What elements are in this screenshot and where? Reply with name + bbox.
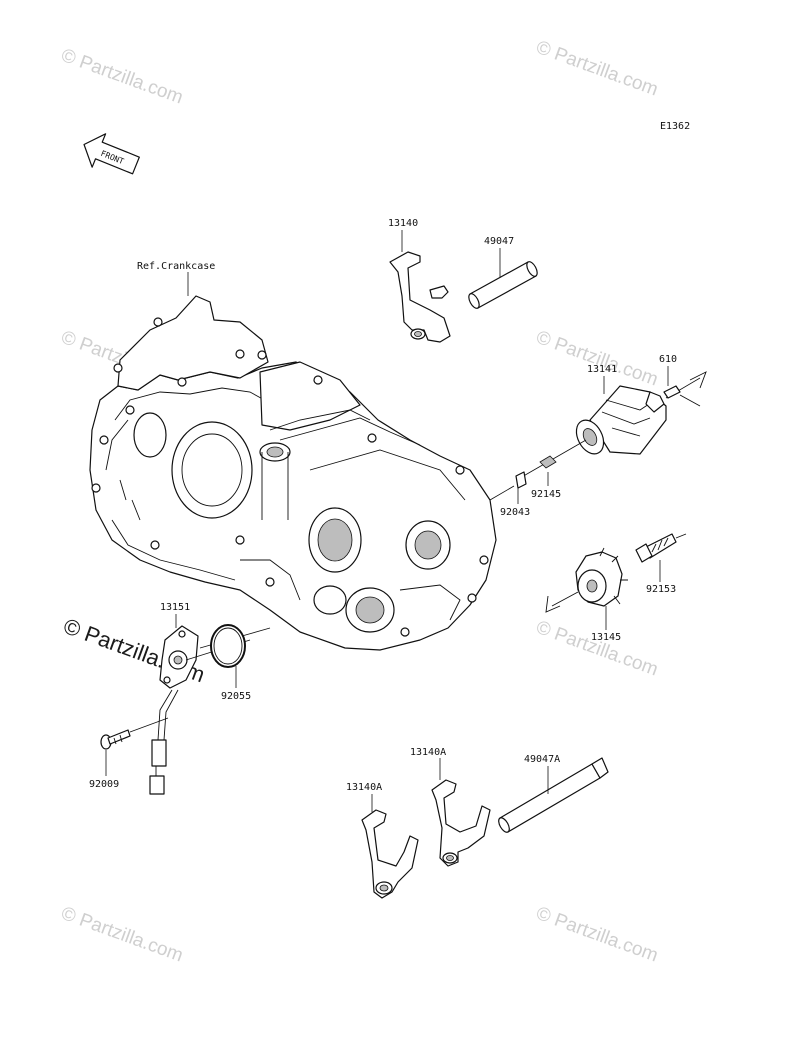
callout-92055: 92055 [221, 691, 251, 702]
callout-13140: 13140 [388, 218, 418, 229]
diagram-code: E1362 [660, 121, 690, 132]
axis-92009 [129, 717, 169, 733]
callout-13151: 13151 [160, 602, 190, 613]
part-92153-bolt [635, 533, 677, 563]
arrow-610 [679, 371, 707, 407]
part-13140A-shift-fork-upper [431, 779, 491, 867]
part-92009-screw [100, 729, 131, 750]
callout-49047: 49047 [484, 236, 514, 247]
crankcase-illustration [89, 295, 497, 651]
watermark-5: © Partzilla.com [533, 617, 660, 681]
part-49047-shift-rod [468, 261, 538, 309]
callout-92009: 92009 [89, 779, 119, 790]
part-13145-drum-cam [575, 547, 628, 607]
part-610-pin [663, 385, 681, 399]
callout-13140A-lower: 13140A [346, 782, 382, 793]
part-92145-spring [539, 455, 557, 469]
front-arrow-icon: FRONT [83, 133, 140, 175]
callout-92153: 92153 [646, 584, 676, 595]
ref-crankcase-label: Ref.Crankcase [137, 261, 215, 272]
callout-610: 610 [659, 354, 677, 365]
part-13151-neutral-switch [149, 625, 199, 795]
part-49047A-shift-rod [498, 757, 609, 833]
callout-13145: 13145 [591, 632, 621, 643]
part-13141-shift-drum [575, 385, 667, 455]
callout-13141: 13141 [587, 364, 617, 375]
callout-92145: 92145 [531, 489, 561, 500]
watermark-6: © Partzilla.com [58, 903, 185, 967]
watermark-7: © Partzilla.com [533, 903, 660, 967]
watermark-2: © Partzilla.com [533, 37, 660, 101]
watermark-1: © Partzilla.com [58, 45, 185, 109]
axis-92043 [489, 485, 515, 501]
part-13140-shift-fork [389, 251, 451, 343]
callout-92043: 92043 [500, 507, 530, 518]
part-13140A-shift-fork-lower [361, 809, 419, 899]
arrow-13145 [545, 591, 579, 613]
axis-92153 [675, 533, 687, 539]
part-92055-o-ring-inner [213, 627, 243, 665]
watermark-4: © Partzilla.com [533, 327, 660, 391]
callout-49047A: 49047A [524, 754, 560, 765]
part-92043-pin [515, 471, 527, 489]
callout-13140A-upper: 13140A [410, 747, 446, 758]
part-92055-o-ring [210, 624, 246, 668]
